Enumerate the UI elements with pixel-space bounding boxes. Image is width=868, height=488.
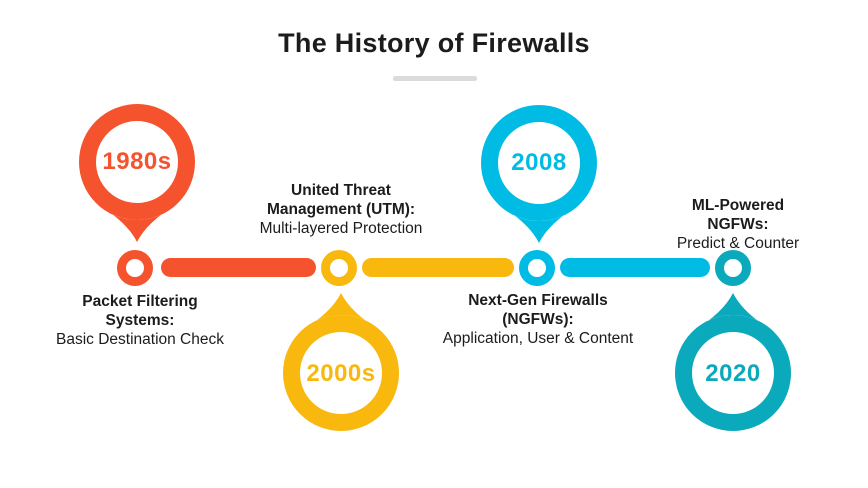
page-title: The History of Firewalls <box>278 28 590 58</box>
milestone-year: 2000s <box>306 360 376 387</box>
milestone-label: United Threat Management (UTM): Multi-la… <box>260 181 423 238</box>
milestone-description: Application, User & Content <box>442 330 634 347</box>
milestone-label: Packet Filtering Systems: Basic Destinat… <box>56 292 224 349</box>
milestone-pin-icon <box>283 293 399 431</box>
milestone-label: ML-Powered NGFWs: Predict & Counter <box>673 196 803 253</box>
milestone-pin-icon <box>79 104 195 242</box>
timeline-segment-1 <box>161 258 316 277</box>
milestone-pin-icon <box>481 105 597 243</box>
milestone-description: Predict & Counter <box>676 235 800 252</box>
milestone-heading: ML-Powered NGFWs: <box>691 197 785 233</box>
milestone-year: 2020 <box>705 360 761 387</box>
title-underline <box>393 76 477 81</box>
milestone-pin-icon <box>675 293 791 431</box>
milestone-label: Next-Gen Firewalls (NGFWs): Application,… <box>443 291 633 348</box>
milestone-heading: Next-Gen Firewalls (NGFWs): <box>468 292 608 328</box>
timeline-node-icon <box>117 250 153 286</box>
timeline-node-icon <box>519 250 555 286</box>
milestone-year: 2008 <box>511 149 567 176</box>
milestone-heading: Packet Filtering Systems: <box>82 293 198 329</box>
milestone-description: Multi-layered Protection <box>259 220 423 237</box>
timeline-node-icon <box>715 250 751 286</box>
timeline-segment-3 <box>560 258 710 277</box>
milestone-heading: United Threat Management (UTM): <box>266 182 416 218</box>
milestone-description: Basic Destination Check <box>56 331 224 348</box>
timeline-segment-2 <box>362 258 514 277</box>
timeline-node-icon <box>321 250 357 286</box>
milestone-year: 1980s <box>102 148 172 175</box>
